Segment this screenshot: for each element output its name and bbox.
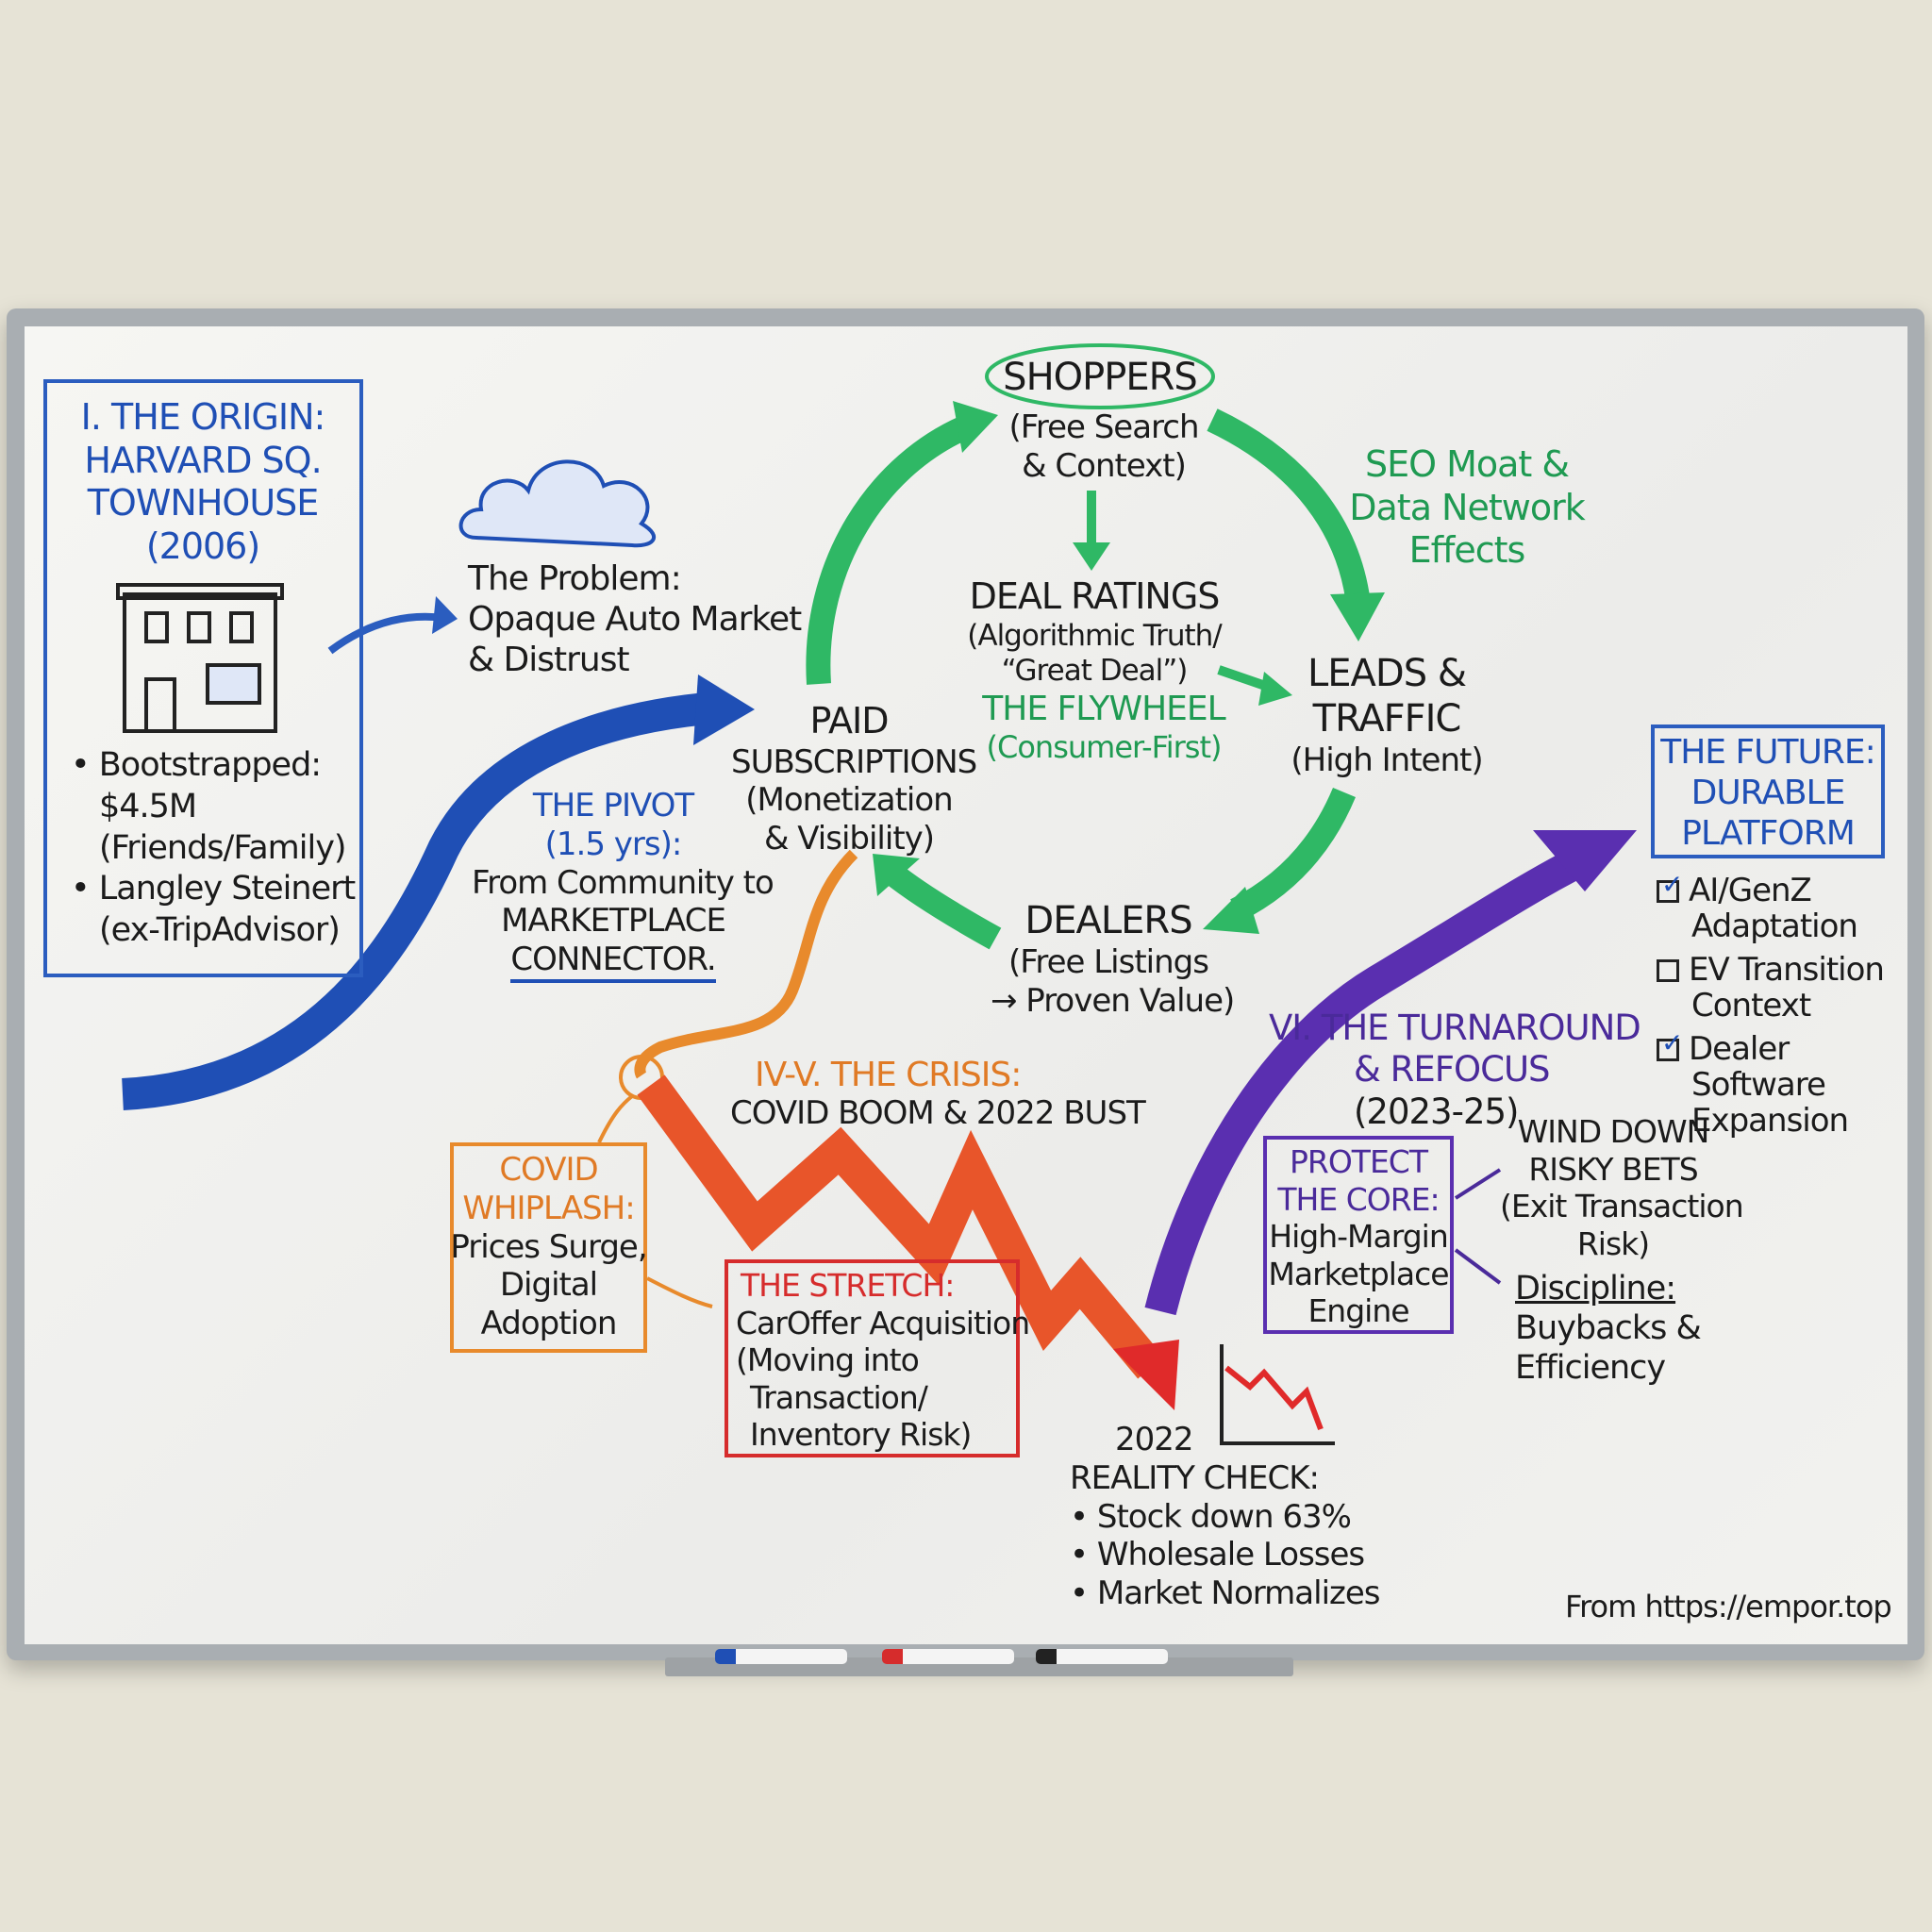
pivot-arrowhead (693, 675, 755, 745)
origin-title: I. THE ORIGIN:HARVARD SQ.TOWNHOUSE(2006) (80, 396, 326, 567)
checked-box-icon: ✓ (1657, 1028, 1683, 1062)
future-box (1651, 724, 1885, 858)
dealers-to-paid-arrow (883, 862, 1002, 950)
shoppers-sub: (Free Search& Context) (1008, 408, 1199, 485)
stretch-text: THE STRETCH:CarOffer Acquisition(Moving … (736, 1267, 1030, 1454)
leads-to-dealers-arrow (1230, 787, 1356, 922)
discipline-text: Discipline:Buybacks &Efficiency (1515, 1270, 1702, 1387)
crisis-title: IV-V. THE CRISIS: (755, 1056, 1022, 1094)
covid-link-line (597, 1094, 634, 1143)
flywheel-label: THE FLYWHEEL(Consumer-First) (982, 690, 1225, 766)
origin-to-problem-arrow (327, 612, 444, 655)
shoppers-to-leads-arrow (1207, 408, 1371, 606)
covid-whiplash-box (450, 1142, 647, 1353)
blue-marker (715, 1649, 847, 1664)
crisis-subtitle: COVID BOOM & 2022 BUST (730, 1094, 1146, 1132)
deal-ratings-node: DEAL RATINGS(Algorithmic Truth/“Great De… (967, 575, 1222, 688)
turnaround-arrow (1144, 843, 1592, 1316)
protect-core-box (1263, 1136, 1454, 1334)
shoppers-node: SHOPPERS (1003, 356, 1198, 399)
protect-to-wind-arrow (1454, 1168, 1502, 1200)
crisis-zigzag-arrow (637, 1074, 1164, 1379)
origin-bullets: • Bootstrapped:$4.5M(Friends/Family)• La… (71, 746, 356, 949)
source-footer: From https://empor.top (1565, 1589, 1892, 1624)
leads-node: LEADS &TRAFFIC(High Intent) (1291, 652, 1483, 779)
mini-decline-chart-icon (1220, 1344, 1335, 1445)
turnaround-title: VI. THE TURNAROUND& REFOCUS(2023-25) (1269, 1008, 1641, 1132)
stretch-box (724, 1259, 1020, 1457)
shoppers-ellipse (985, 343, 1215, 409)
problem-text: The Problem:Opaque Auto Market& Distrust (468, 559, 802, 680)
checked-box-icon: ✓ (1657, 870, 1683, 903)
paid-to-shoppers-arrow (806, 412, 976, 685)
townhouse-icon (116, 583, 284, 733)
protect-to-discipline-arrow (1454, 1248, 1502, 1285)
origin-box (43, 379, 363, 977)
pivot-arrow (122, 691, 719, 1110)
dealers-node: DEALERS(Free Listings→ Proven Value) (991, 899, 1235, 1020)
cloud-icon (458, 459, 656, 548)
unchecked-box-icon (1657, 959, 1679, 983)
red-marker (882, 1649, 1014, 1664)
black-marker (1036, 1649, 1168, 1664)
covid-to-stretch-arrow (646, 1276, 713, 1308)
